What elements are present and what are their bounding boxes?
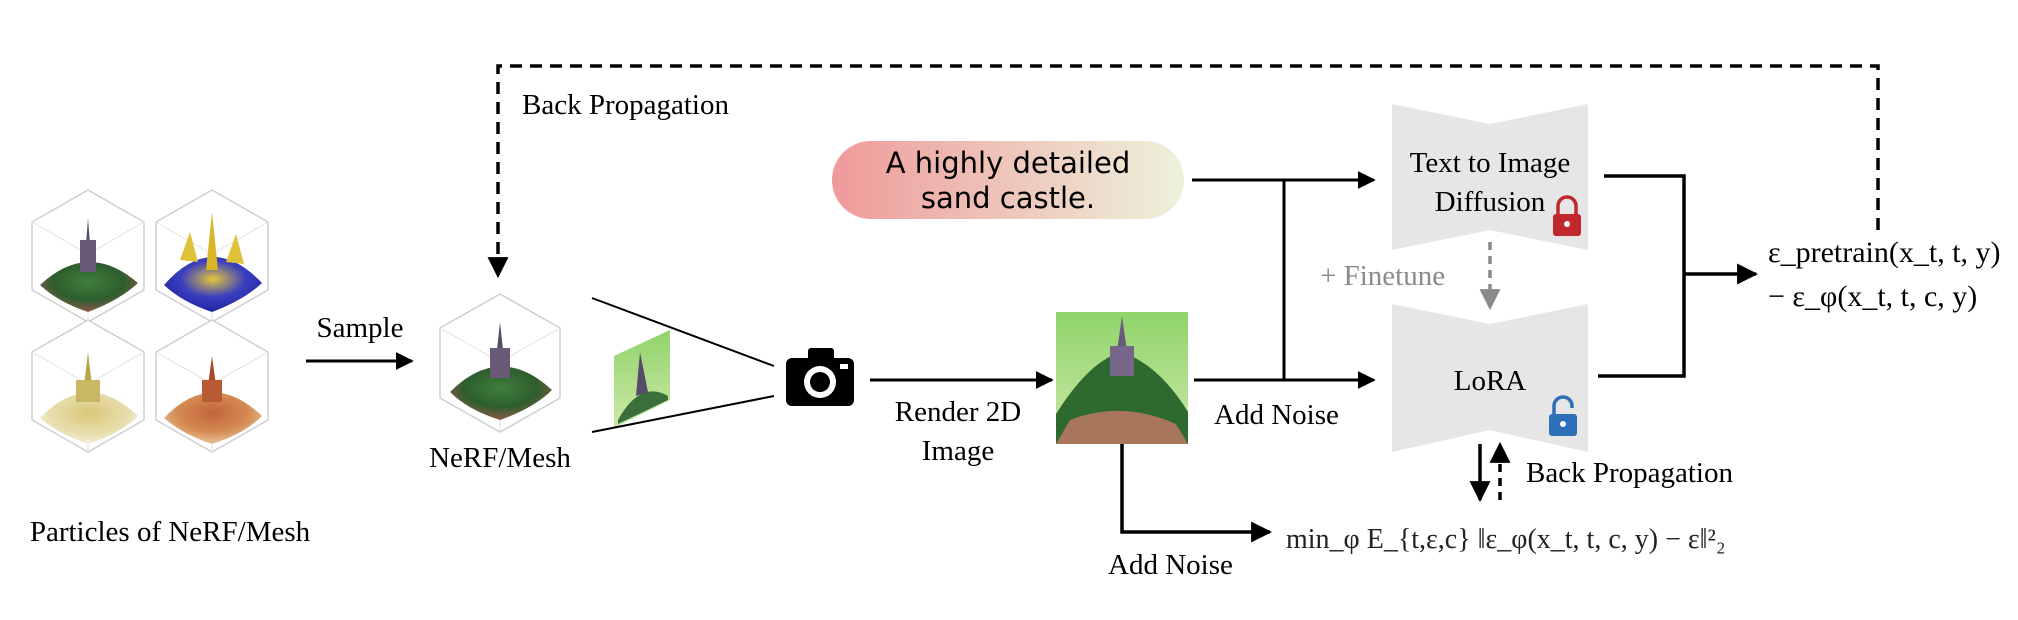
nerf-mesh-cube bbox=[439, 293, 561, 433]
nerf-mesh-label: NeRF/Mesh bbox=[429, 442, 571, 474]
render-2d-label-2: Image bbox=[922, 435, 994, 467]
back-propagation-lora-label: Back Propagation bbox=[1526, 457, 1733, 489]
finetune-label: + Finetune bbox=[1320, 260, 1445, 292]
prompt-box: A highly detailed sand castle. bbox=[832, 141, 1184, 219]
rendered-2d-image bbox=[1056, 312, 1188, 444]
particles-label: Particles of NeRF/Mesh bbox=[30, 516, 311, 548]
vsd-formula-line-1: ε_pretrain(x_t, t, y) bbox=[1768, 236, 2001, 269]
particle-cube-green bbox=[31, 189, 145, 323]
frustum-line-top bbox=[591, 297, 775, 367]
add-noise-bottom-label: Add Noise bbox=[1108, 549, 1233, 581]
outputs-merge-line bbox=[1598, 174, 1686, 378]
vsd-formula-line-2: − ε_φ(x_t, t, c, y) bbox=[1768, 280, 1977, 313]
particle-cube-red bbox=[155, 319, 269, 453]
prompt-line-1: A highly detailed bbox=[886, 146, 1130, 180]
sample-label: Sample bbox=[317, 312, 404, 344]
text-to-image-diffusion: Text to Image Diffusion bbox=[1392, 104, 1588, 250]
diffusion-label-2: Diffusion bbox=[1435, 186, 1546, 218]
lora-model: LoRA bbox=[1392, 304, 1588, 452]
lock-open-icon bbox=[1549, 395, 1577, 436]
back-propagation-loop bbox=[487, 64, 1880, 279]
render-2d-label-1: Render 2D bbox=[895, 396, 1021, 428]
camera-icon bbox=[786, 348, 854, 406]
prompt-line-2: sand castle. bbox=[921, 181, 1095, 215]
add-noise-bottom-arrow bbox=[1120, 444, 1273, 543]
lora-label: LoRA bbox=[1454, 365, 1527, 397]
diffusion-label-1: Text to Image bbox=[1410, 147, 1571, 179]
back-propagation-top-label: Back Propagation bbox=[522, 89, 729, 121]
rendered-view-plane bbox=[614, 330, 670, 428]
particle-cube-sand bbox=[31, 319, 145, 453]
frustum-line-bottom bbox=[591, 395, 775, 433]
lora-loss-formula: min_φ E_{t,ε,c} ‖ε_φ(x_t, t, c, y) − ε‖²… bbox=[1286, 524, 1726, 555]
particle-cube-blue bbox=[155, 189, 269, 323]
add-noise-top-label: Add Noise bbox=[1214, 399, 1339, 431]
lock-closed-icon bbox=[1553, 195, 1581, 236]
